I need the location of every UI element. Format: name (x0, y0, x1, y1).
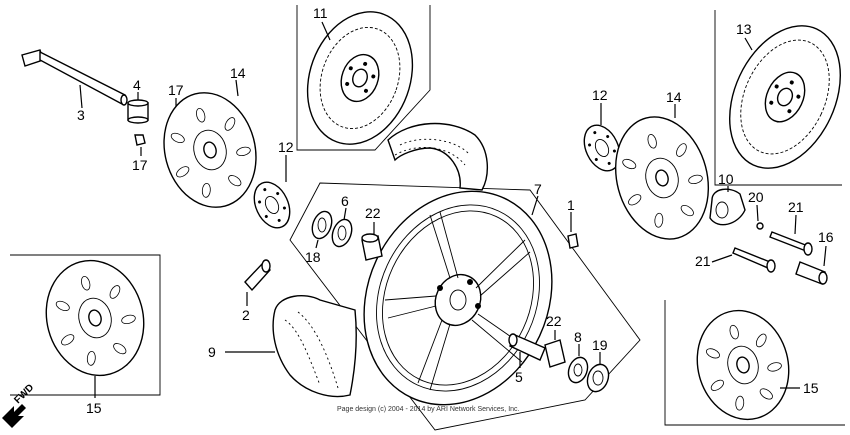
label-17-upper: 17 (168, 82, 184, 98)
bearing-8[interactable] (565, 355, 591, 386)
disc-plate-left[interactable] (247, 176, 296, 233)
spacer-22-upper[interactable] (361, 233, 383, 261)
label-3: 3 (77, 107, 85, 123)
dust-seal-18[interactable] (309, 209, 335, 241)
frame-top-right (714, 10, 842, 186)
label-22-upper: 22 (365, 205, 381, 221)
label-22-lower: 22 (546, 313, 562, 329)
label-12-right: 12 (592, 87, 608, 103)
bolt-21-lower[interactable] (732, 247, 776, 273)
tire-lower[interactable] (272, 294, 357, 398)
label-13: 13 (736, 21, 752, 37)
frame-top-center (296, 5, 431, 151)
label-7: 7 (534, 181, 542, 197)
dust-seal-19[interactable] (584, 361, 612, 394)
cast-wheel[interactable] (330, 160, 586, 435)
tire-valve[interactable] (244, 259, 272, 292)
label-11: 11 (313, 5, 328, 21)
label-14-left: 14 (230, 65, 246, 81)
label-16: 16 (818, 229, 834, 245)
fwd-arrow-icon (2, 404, 26, 428)
brake-disc-left[interactable] (152, 82, 269, 217)
frame-bottom-left (10, 254, 161, 396)
brake-disc-top-right[interactable] (708, 8, 850, 186)
label-18: 18 (305, 249, 321, 265)
label-4: 4 (133, 77, 141, 93)
frame-bottom-right (664, 300, 845, 426)
distance-collar-5[interactable] (508, 333, 546, 361)
label-17-lower: 17 (132, 157, 148, 173)
axle[interactable] (21, 49, 128, 106)
label-10: 10 (718, 171, 734, 187)
bolt-17-lower[interactable] (134, 134, 146, 146)
collar-16[interactable] (795, 261, 828, 285)
label-8: 8 (574, 329, 582, 345)
screw-20[interactable] (756, 222, 764, 230)
label-6: 6 (341, 193, 349, 209)
label-20: 20 (748, 189, 764, 205)
tire-upper[interactable] (387, 122, 488, 191)
fwd-label: FWD (12, 382, 36, 406)
label-21-lower: 21 (695, 253, 711, 269)
label-15-left: 15 (86, 400, 102, 416)
brake-disc-bottom-left[interactable] (34, 250, 157, 387)
speedometer-gearbox[interactable] (709, 188, 746, 226)
brake-disc-bottom-right[interactable] (685, 300, 800, 430)
axle-spacer[interactable] (127, 99, 149, 124)
bolt-21-upper[interactable] (769, 231, 813, 256)
label-2: 2 (242, 307, 250, 323)
label-12-left: 12 (278, 139, 294, 155)
bearing-6[interactable] (329, 217, 355, 249)
frame-wheel (289, 182, 641, 431)
brake-disc-right[interactable] (602, 106, 721, 249)
label-21-upper: 21 (788, 199, 804, 215)
label-19: 19 (592, 337, 608, 353)
spacer-22-lower[interactable] (544, 339, 566, 368)
label-5: 5 (515, 369, 523, 385)
label-1: 1 (567, 197, 575, 213)
label-14-right: 14 (666, 89, 682, 105)
label-15-right: 15 (803, 380, 819, 396)
brake-disc-top[interactable] (290, 0, 430, 159)
bolt-1[interactable] (567, 233, 579, 249)
copyright-notice: Page design (c) 2004 - 2014 by ARI Netwo… (337, 406, 520, 413)
label-9: 9 (208, 344, 216, 360)
disc-plate-right[interactable] (577, 119, 626, 176)
